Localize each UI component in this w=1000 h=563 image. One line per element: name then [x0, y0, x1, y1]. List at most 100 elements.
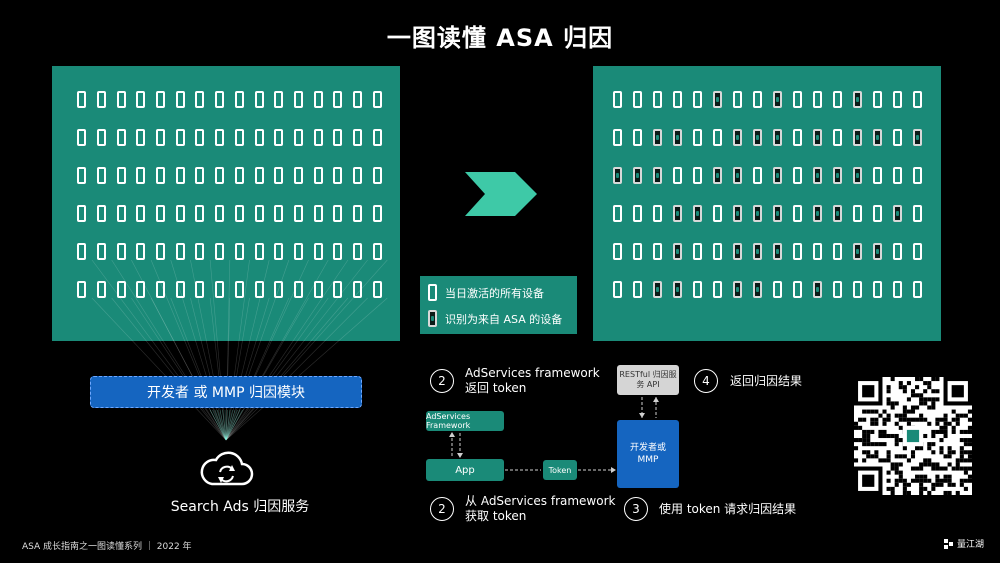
asa-device-icon: [732, 205, 742, 222]
all-devices-grid: [72, 91, 387, 298]
asa-device-icon: [732, 281, 742, 298]
asa-device-icon: [752, 243, 762, 260]
device-icon: [254, 167, 264, 184]
token-box: Token: [543, 460, 577, 480]
device-icon: [632, 281, 642, 298]
device-icon: [215, 91, 225, 108]
device-icon: [812, 243, 822, 260]
device-icon: [712, 243, 722, 260]
developer-mmp-line1: 开发者或: [629, 443, 666, 453]
device-icon: [274, 205, 284, 222]
device-icon: [872, 167, 882, 184]
asa-device-icon: [852, 91, 862, 108]
asa-device-icon: [852, 167, 862, 184]
device-icon: [254, 281, 264, 298]
device-icon: [632, 129, 642, 146]
device-icon: [77, 281, 87, 298]
device-icon: [254, 91, 264, 108]
device-icon: [652, 91, 662, 108]
step-2-return-text: AdServices framework 返回 token: [465, 366, 600, 396]
device-icon: [712, 205, 722, 222]
asa-device-icon: [652, 281, 662, 298]
device-icon: [912, 281, 922, 298]
device-icon: [136, 243, 146, 260]
device-icon: [116, 243, 126, 260]
device-icon: [732, 91, 742, 108]
asa-device-icon: [732, 243, 742, 260]
device-icon: [692, 91, 702, 108]
device-icon: [313, 129, 323, 146]
device-icon: [274, 167, 284, 184]
asa-device-icon: [772, 243, 782, 260]
device-icon: [792, 167, 802, 184]
footer-series-text: ASA 成长指南之一图读懂系列 ｜ 2022 年: [22, 542, 192, 552]
device-icon: [195, 243, 205, 260]
device-icon: [612, 91, 622, 108]
device-icon: [156, 281, 166, 298]
device-icon: [215, 281, 225, 298]
device-icon: [632, 243, 642, 260]
asa-device-icon: [832, 167, 842, 184]
fan-line: [225, 409, 236, 441]
device-icon: [612, 281, 622, 298]
device-icon: [175, 91, 185, 108]
device-icon: [352, 205, 362, 222]
step-3-badge: 3: [624, 497, 648, 521]
device-icon: [77, 243, 87, 260]
device-icon: [136, 129, 146, 146]
developer-mmp-box: 开发者或 MMP: [617, 420, 679, 488]
app-box: App: [426, 459, 504, 481]
device-icon: [175, 205, 185, 222]
device-icon: [156, 167, 166, 184]
device-icon: [792, 91, 802, 108]
device-icon: [752, 91, 762, 108]
device-icon: [313, 91, 323, 108]
device-icon: [333, 243, 343, 260]
device-icon: [333, 167, 343, 184]
fan-line: [212, 409, 227, 441]
device-icon: [912, 243, 922, 260]
device-icon: [692, 167, 702, 184]
device-icon: [293, 91, 303, 108]
fan-line: [225, 409, 233, 441]
page-title: 一图读懂 ASA 归因: [386, 24, 614, 52]
device-icon: [352, 167, 362, 184]
device-icon: [77, 167, 87, 184]
device-icon: [195, 281, 205, 298]
device-icon: [234, 243, 244, 260]
device-icon: [632, 205, 642, 222]
device-icon: [333, 129, 343, 146]
asa-device-icon: [892, 205, 902, 222]
device-icon: [372, 205, 382, 222]
asa-device-icon: [812, 205, 822, 222]
step-3-text: 使用 token 请求归因结果: [659, 502, 797, 516]
fan-line: [225, 409, 243, 441]
device-icon: [195, 205, 205, 222]
device-icon: [352, 243, 362, 260]
device-icon: [352, 281, 362, 298]
device-icon: [372, 167, 382, 184]
device-icon: [136, 205, 146, 222]
step-4-badge: 4: [694, 369, 718, 393]
device-icon: [372, 243, 382, 260]
asa-device-icon: [752, 129, 762, 146]
device-icon: [872, 281, 882, 298]
device-icon: [892, 281, 902, 298]
device-icon: [293, 243, 303, 260]
device-icon: [234, 205, 244, 222]
device-icon: [832, 129, 842, 146]
asa-device-icon: [652, 129, 662, 146]
chevron-right-icon: [465, 172, 537, 216]
device-icon: [293, 205, 303, 222]
device-icon: [333, 205, 343, 222]
asa-device-icon: [752, 281, 762, 298]
fan-line: [225, 409, 241, 441]
device-icon: [234, 281, 244, 298]
device-icon: [254, 129, 264, 146]
device-icon: [792, 129, 802, 146]
device-icon: [77, 91, 87, 108]
step-4-text: 返回归因结果: [730, 374, 803, 388]
device-icon: [116, 129, 126, 146]
asa-device-icon: [752, 205, 762, 222]
device-icon: [372, 91, 382, 108]
